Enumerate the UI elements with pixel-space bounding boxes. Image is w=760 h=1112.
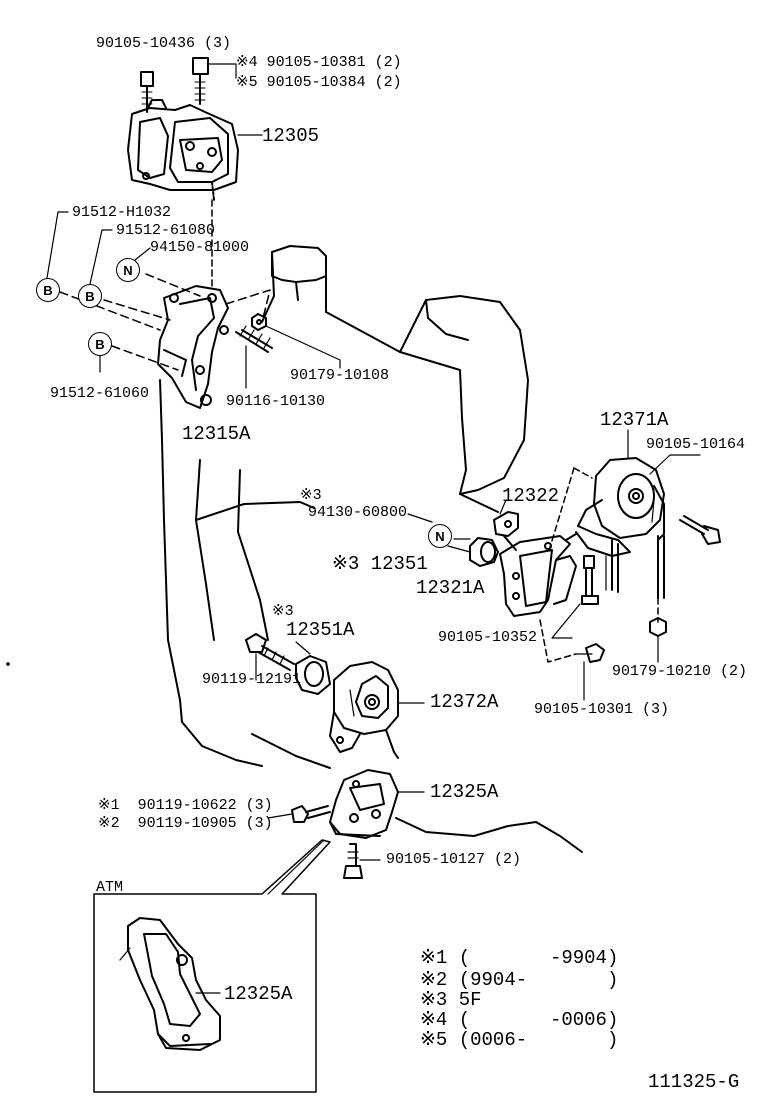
bolt-90105-10436 [140, 71, 154, 113]
label-atm: ATM [96, 879, 124, 896]
label-12325A: 12325A [430, 781, 499, 803]
label-94130-60800: 94130-60800 [308, 504, 408, 521]
bracket-12325A-atm [119, 917, 221, 1051]
bolt-90105-10352 [581, 555, 613, 605]
label-note3-top: ※3 [300, 487, 322, 504]
mount-12371A [565, 457, 665, 599]
note-4: ※4 ( -0006) [420, 1009, 619, 1031]
bracket-12325A [329, 769, 399, 839]
bracket-12321A [499, 535, 577, 617]
note-1: ※1 ( -9904) [420, 947, 619, 969]
bolt-90119-12191 [245, 633, 295, 671]
label-90105-10436: 90105-10436 (3) [96, 35, 232, 52]
label-90119-10622: ※1 90119-10622 (3) [98, 797, 273, 814]
label-91512-61080: 91512-61080 [116, 222, 216, 239]
note-3: ※3 5F [420, 989, 482, 1011]
bracket-12322 [493, 511, 519, 551]
label-12351A: 12351A [286, 619, 355, 641]
note-5: ※5 (0006- ) [420, 1029, 619, 1051]
mount-12372A [329, 661, 399, 759]
label-12371A: 12371A [600, 409, 669, 431]
label-94150-81000: 94150-81000 [150, 239, 250, 256]
label-12305: 12305 [262, 125, 320, 147]
label-90179-10108: 90179-10108 [290, 367, 390, 384]
bolt-90105-10381 [192, 57, 209, 105]
label-90119-12191: 90119-12191 [202, 671, 302, 688]
bracket-12315A [157, 285, 229, 409]
label-12351: ※3 12351 [332, 553, 428, 575]
label-90179-10210: 90179-10210 (2) [612, 663, 748, 680]
stud-90116-10130 [235, 325, 273, 353]
label-91512-61060: 91512-61060 [50, 385, 150, 402]
bolt-90105-10301 [575, 643, 605, 663]
label-90105-10301: 90105-10301 (3) [534, 701, 670, 718]
label-90105-10384: ※5 90105-10384 (2) [236, 74, 402, 91]
marker-n-2: N [428, 524, 452, 548]
bolt-90105-10127 [343, 843, 363, 879]
label-90116-10130: 90116-10130 [226, 393, 326, 410]
label-12325A-atm: 12325A [224, 983, 293, 1005]
marker-b-3: B [88, 332, 112, 356]
label-90105-10164: 90105-10164 [646, 436, 746, 453]
label-90105-10352: 90105-10352 [438, 629, 538, 646]
label-12322: 12322 [502, 485, 560, 507]
label-90119-10905: ※2 90119-10905 (3) [98, 815, 273, 832]
note-2: ※2 (9904- ) [420, 969, 619, 991]
label-90105-10127: 90105-10127 (2) [386, 851, 522, 868]
label-12315A: 12315A [182, 423, 251, 445]
engine-outline [159, 245, 583, 853]
figure-code: 111325-G [648, 1071, 740, 1093]
label-note3-mid: ※3 [272, 603, 294, 620]
bushing-12351 [469, 537, 499, 567]
label-91512-H1032: 91512-H1032 [72, 204, 172, 221]
label-12321A: 12321A [416, 577, 485, 599]
nut-90179-10210 [649, 617, 667, 637]
label-12372A: 12372A [430, 691, 499, 713]
marker-b-1: B [36, 278, 60, 302]
marker-n-1: N [116, 258, 140, 282]
bolt-90119-10622 [291, 805, 331, 823]
mount-12305 [127, 99, 239, 201]
label-90105-10381: ※4 90105-10381 (2) [236, 54, 402, 71]
atm-inset-box [93, 839, 331, 1093]
bolt-90105-10164 [679, 515, 721, 545]
bushing-12351A [295, 655, 331, 695]
marker-b-2: B [78, 284, 102, 308]
